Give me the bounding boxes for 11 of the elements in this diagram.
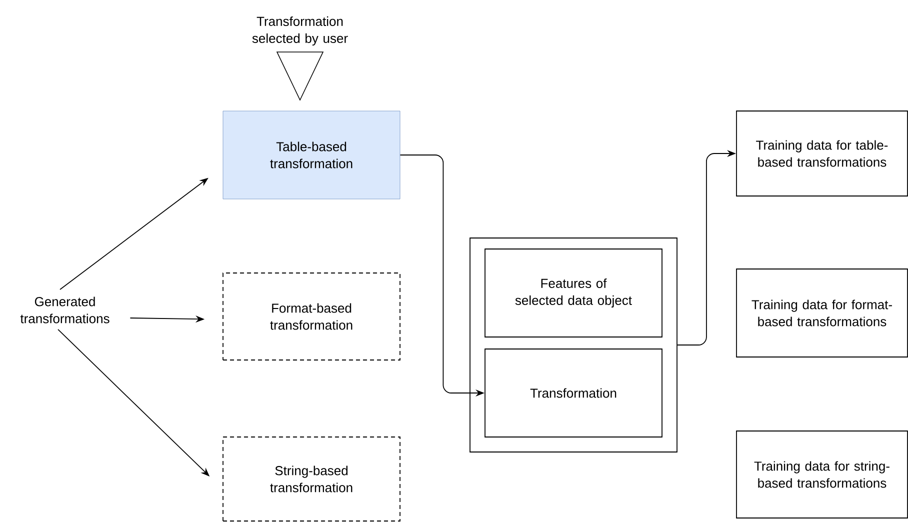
- dashed-box: Format-based transformation: [222, 272, 400, 360]
- process-box: Features of selected data object: [484, 248, 662, 338]
- process-box: Transformation: [484, 348, 662, 438]
- container-box: [470, 238, 678, 452]
- source-text: Generated transformations: [20, 296, 110, 324]
- caption-text: Transformation selected by user: [252, 16, 348, 46]
- dashed-box: String-based transformation: [222, 436, 400, 522]
- process-box: Training data for string-based transformations: [736, 430, 908, 518]
- process-box: Training data for table-based transformations: [736, 110, 908, 196]
- highlighted-box: Table-based transformation: [222, 110, 400, 200]
- process-box: Training data for format-based transformations: [736, 268, 908, 358]
